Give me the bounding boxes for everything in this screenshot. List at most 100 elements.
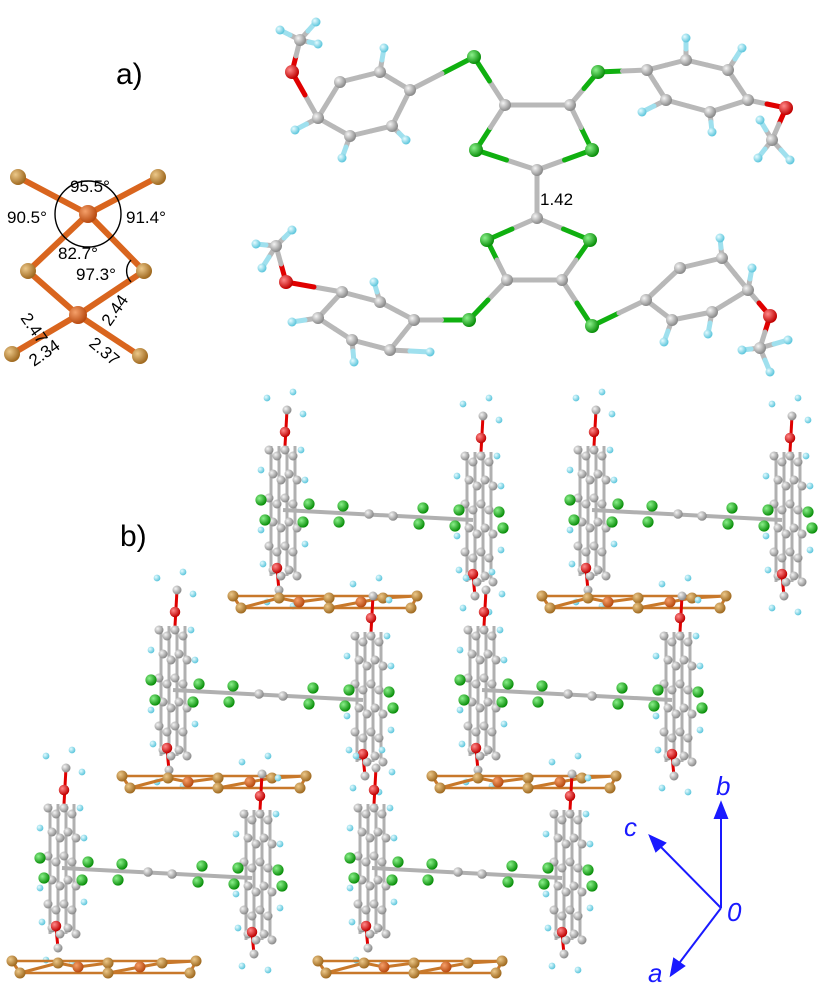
carbon-atom (577, 887, 587, 897)
crystal-packing (6, 388, 818, 979)
carbon-atom (557, 911, 567, 921)
carbon-atom (640, 294, 652, 306)
sulfur-atom (76, 874, 88, 886)
carbon-atom (573, 445, 583, 455)
carbon-atom (268, 469, 278, 479)
sulfur-atom (616, 682, 628, 694)
carbon-atom (573, 493, 583, 503)
hydrogen-atom (762, 532, 770, 540)
carbon-atom (369, 851, 379, 861)
hydrogen-atom (684, 574, 692, 582)
carbon-atom (334, 76, 346, 88)
axis-label-a: a (648, 958, 662, 988)
carbon-atom (601, 571, 611, 581)
hydrogen-atom (659, 337, 669, 347)
carbon-atom (288, 451, 298, 461)
hydrogen-atom (681, 33, 691, 43)
carbon-atom (47, 827, 57, 837)
carbon-atom (475, 751, 485, 761)
carbon-atom (312, 112, 324, 124)
carbon-atom (754, 342, 766, 354)
br-atom (576, 772, 588, 784)
carbon-atom (487, 727, 497, 737)
carbon-atom (178, 679, 188, 689)
carbon-atom (793, 457, 803, 467)
carbon-atom (162, 679, 172, 689)
hydrogen-atom (276, 840, 284, 848)
hydrogen-atom (542, 890, 550, 898)
sulfur-atom (583, 233, 597, 247)
carbon-atom (362, 661, 372, 671)
br-atom (132, 348, 148, 364)
sulfur-atom (333, 516, 345, 528)
carbon-atom (249, 949, 259, 959)
hydrogen-atom (485, 394, 493, 402)
hydrogen-atom (762, 472, 770, 480)
hydrogen-atom (584, 774, 592, 782)
hydrogen-atom (352, 752, 360, 760)
sulfur-atom (591, 65, 605, 79)
carbon-atom (785, 499, 795, 509)
cu-atom (79, 205, 97, 223)
packed-anion (312, 955, 508, 979)
hydrogen-atom (544, 924, 552, 932)
br-atom (116, 770, 128, 782)
carbon-atom (556, 274, 568, 286)
oxygen-atom (478, 606, 490, 618)
hydrogen-atom (425, 347, 435, 357)
sulfur-atom (652, 684, 664, 696)
hydrogen-atom (388, 768, 396, 776)
carbon-atom (464, 475, 474, 485)
carbon-atom (247, 815, 257, 825)
carbon-atom (377, 857, 387, 867)
hydrogen-atom (290, 125, 300, 135)
carbon-atom (365, 929, 375, 939)
carbon-atom (366, 679, 376, 689)
carbon-atom (255, 905, 265, 915)
carbon-atom (679, 703, 689, 713)
br-atom (472, 772, 484, 784)
oxygen-atom (169, 606, 181, 618)
carbon-atom (162, 631, 172, 641)
packed-donor (564, 388, 818, 616)
sulfur-atom (413, 518, 425, 530)
carbon-atom (589, 445, 599, 455)
carbon-atom (267, 887, 277, 897)
carbon-atom (667, 637, 677, 647)
carbon-atom (573, 911, 583, 921)
carbon-atom (67, 905, 77, 915)
packed-anion (116, 770, 312, 794)
hydrogen-atom (608, 410, 616, 418)
donor-molecule (251, 17, 795, 377)
carbon-atom (272, 451, 282, 461)
angle-label-left: 90.5° (7, 208, 47, 227)
carbon-atom (263, 815, 273, 825)
br-atom (156, 957, 168, 969)
carbon-atom (766, 134, 778, 146)
sulfur-atom (386, 874, 398, 886)
carbon-atom (288, 499, 298, 509)
carbon-atom (585, 475, 595, 485)
hydrogen-atom (390, 898, 398, 906)
carbon-atom (487, 631, 497, 641)
carbon-atom (55, 833, 65, 843)
oxygen-atom (779, 101, 793, 115)
hydrogen-atom (768, 604, 776, 612)
carbon-atom (569, 929, 579, 939)
carbon-atom (569, 881, 579, 891)
hydrogen-atom (804, 416, 812, 424)
oxygen-atom (666, 748, 678, 760)
carbon-atom (577, 517, 587, 527)
bond (19, 961, 59, 975)
carbon-atom (488, 481, 498, 491)
hydrogen-atom (453, 532, 461, 540)
carbon-atom (388, 511, 398, 521)
carbon-atom (484, 457, 494, 467)
bond (172, 688, 364, 702)
br-atom (358, 957, 370, 969)
br-atom (462, 957, 474, 969)
sulfur-atom (582, 864, 594, 876)
carbon-atom (476, 451, 486, 461)
oxygen-atom (58, 784, 70, 796)
carbon-atom (483, 697, 493, 707)
